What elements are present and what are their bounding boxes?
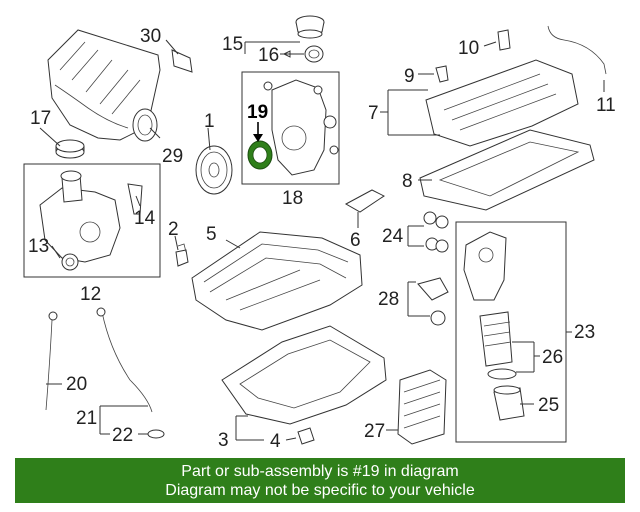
- crank-pulley-part: [195, 145, 233, 195]
- timing-cover-assembly-box: [241, 71, 340, 185]
- seal-16-part: [304, 45, 324, 63]
- seal-19-highlighted-part: [247, 140, 273, 170]
- banner-line-disclaimer: Diagram may not be specific to your vehi…: [165, 482, 475, 499]
- callout-labels: 1 2 3 4 5 6 7 8 9 10 11 12 13 14 15 16 1…: [28, 26, 616, 452]
- callout-8: 8: [402, 171, 413, 192]
- bolt-10-part: [497, 29, 511, 51]
- water-pump-housing-part: [39, 170, 121, 263]
- leader-lines: [39, 39, 605, 441]
- bolt-14-part: [127, 183, 143, 215]
- oil-cooler-part: [397, 369, 447, 445]
- oil-cap-part: [295, 15, 325, 39]
- callout-11: 11: [596, 95, 616, 116]
- callout-14: 14: [134, 208, 156, 229]
- seal-22-part: [147, 429, 165, 439]
- callout-1: 1: [204, 111, 215, 132]
- bolt-9-part: [435, 65, 449, 83]
- callout-17: 17: [30, 108, 51, 129]
- filter-cap-25-part: [493, 385, 525, 421]
- banner-line-part-number: Part or sub-assembly is #19 in diagram: [181, 463, 459, 480]
- drain-plug-4-part: [297, 427, 315, 445]
- seal-13-part: [61, 253, 79, 271]
- bolt-2-part: [175, 243, 189, 267]
- callout-24: 24: [382, 226, 404, 247]
- diagram-notice-banner: Part or sub-assembly is #19 in diagram D…: [15, 458, 625, 503]
- callout-4: 4: [270, 431, 281, 452]
- callout-12: 12: [80, 284, 101, 305]
- dipstick-part: [45, 311, 58, 411]
- callout-30: 30: [140, 26, 161, 47]
- arrow-19-head: [253, 134, 263, 142]
- callout-29: 29: [162, 146, 183, 167]
- intake-manifold-part: [47, 29, 161, 142]
- oil-filter-housing-part: [463, 231, 507, 301]
- callout-28: 28: [378, 289, 399, 310]
- callout-6: 6: [350, 230, 361, 251]
- callout-3: 3: [218, 430, 229, 451]
- callout-13: 13: [28, 236, 49, 257]
- callout-15: 15: [222, 34, 243, 55]
- callout-23: 23: [574, 322, 595, 343]
- callout-26: 26: [542, 347, 563, 368]
- upper-oil-pan-part: [191, 231, 363, 331]
- oil-filter-element-part: [479, 311, 513, 367]
- callout-19: 19: [247, 102, 268, 123]
- dipstick-tube-part: [96, 307, 153, 413]
- callout-18: 18: [282, 188, 303, 209]
- seal-17-part: [55, 139, 85, 159]
- valve-cover-part: [425, 59, 579, 147]
- callout-16: 16: [258, 45, 279, 66]
- callout-7: 7: [368, 103, 379, 124]
- callout-5: 5: [206, 224, 217, 245]
- timing-cover-part: [263, 79, 339, 176]
- seals-24-part: [423, 211, 449, 253]
- callout-21: 21: [76, 408, 97, 429]
- lower-oil-pan-part: [221, 325, 387, 425]
- part-6: [344, 189, 385, 213]
- callout-9: 9: [404, 66, 415, 87]
- callout-2: 2: [168, 219, 179, 240]
- callout-22: 22: [112, 425, 133, 446]
- gasket-30-part: [171, 49, 193, 73]
- seals-28-part: [417, 277, 449, 326]
- callout-10: 10: [458, 38, 479, 59]
- callout-20: 20: [66, 374, 87, 395]
- hose-11-part: [547, 25, 607, 75]
- water-pump-assembly-box: [23, 163, 161, 278]
- callout-25: 25: [538, 395, 559, 416]
- valve-cover-gasket-part: [419, 129, 595, 211]
- seal-26-part: [487, 368, 517, 380]
- callout-27: 27: [364, 421, 385, 442]
